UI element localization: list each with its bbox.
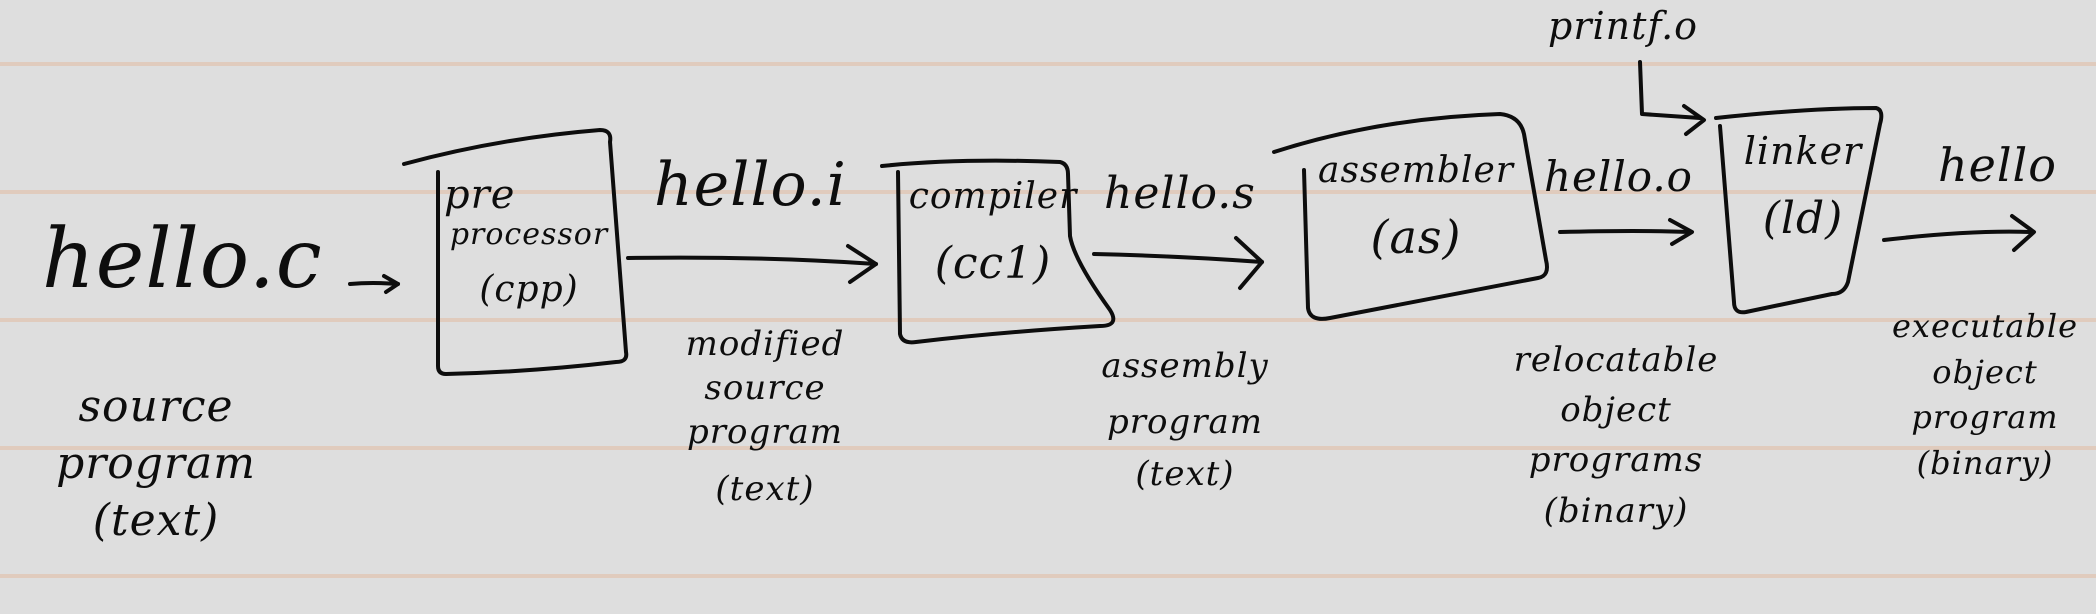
caption-line: (text) xyxy=(92,495,220,547)
compiler-label-line1: compiler xyxy=(908,176,1078,217)
caption-line: (text) xyxy=(1135,454,1235,495)
preprocessor-label-line1: pre xyxy=(444,172,516,218)
arrow-compiler-to-assembler xyxy=(1092,252,1264,264)
caption-line: source xyxy=(704,368,826,409)
caption-line: modified xyxy=(685,324,845,364)
caption-line: program xyxy=(1106,402,1263,443)
ruled-line xyxy=(0,62,2096,66)
caption-line: object xyxy=(1560,390,1672,431)
arrow-assembler-to-linker xyxy=(1558,229,1692,234)
preprocessor-label: pre processor (cpp) xyxy=(444,172,614,310)
preprocessor-label-line2: processor xyxy=(449,217,609,252)
arrowhead xyxy=(1234,236,1264,290)
source-caption: source program (text) xyxy=(46,378,266,550)
assembler-box xyxy=(1272,112,1549,321)
hello-s-caption: assembly program (text) xyxy=(1100,344,1270,497)
compiler-label: compiler (cc1) xyxy=(908,176,1078,290)
arrow-linker-to-hello xyxy=(1882,229,2032,242)
hello-caption: executable object program (binary) xyxy=(1880,306,2090,484)
arrowhead xyxy=(2010,214,2036,252)
arrow-printf-to-linker xyxy=(1638,60,1702,120)
assembler-label: assembler (as) xyxy=(1316,150,1516,264)
arrowhead xyxy=(382,274,400,294)
printf-o-label: printf.o xyxy=(1548,4,1699,48)
caption-line: relocatable xyxy=(1513,340,1719,380)
arrow-source-to-preprocessor xyxy=(348,281,400,286)
ruled-line xyxy=(0,318,2096,322)
preprocessor-box xyxy=(402,128,629,376)
hello-o-label: hello.o xyxy=(1544,152,1693,201)
hello-c-label: hello.c xyxy=(42,212,323,307)
caption-line: (binary) xyxy=(1543,490,1689,531)
caption-line: programs xyxy=(1528,440,1704,481)
hello-label: hello xyxy=(1938,138,2057,192)
caption-line: program xyxy=(1911,398,2059,437)
arrowhead xyxy=(846,244,878,284)
compiler-box xyxy=(880,158,1116,345)
linker-label: linker (ld) xyxy=(1728,129,1878,244)
caption-line: assembly xyxy=(1101,346,1269,386)
caption-line: (text) xyxy=(715,468,815,509)
hello-o-caption: relocatable object programs (binary) xyxy=(1506,338,1726,533)
caption-line: source xyxy=(78,381,234,432)
compiler-tool: (cc1) xyxy=(934,238,1052,290)
assembler-label-line1: assembler xyxy=(1318,150,1514,191)
caption-line: program xyxy=(686,412,843,453)
ruled-line xyxy=(0,190,2096,194)
caption-line: object xyxy=(1932,352,2038,391)
ruled-line xyxy=(0,446,2096,450)
arrowhead xyxy=(1682,104,1706,136)
assembler-tool: (as) xyxy=(1370,210,1462,265)
caption-line: executable xyxy=(1891,307,2079,345)
arrowhead xyxy=(1668,218,1694,246)
ruled-line xyxy=(0,574,2096,578)
arrow-preprocessor-to-compiler xyxy=(626,255,878,266)
hello-i-caption: modified source program (text) xyxy=(670,322,860,511)
caption-line: program xyxy=(56,438,256,490)
hello-s-label: hello.s xyxy=(1104,168,1256,219)
caption-line: (binary) xyxy=(1916,443,2054,482)
hello-i-label: hello.i xyxy=(654,150,847,220)
preprocessor-tool: (cpp) xyxy=(479,268,579,310)
linker-box xyxy=(1714,106,1884,315)
linker-label-line1: linker xyxy=(1743,129,1863,173)
linker-tool: (ld) xyxy=(1762,192,1844,244)
